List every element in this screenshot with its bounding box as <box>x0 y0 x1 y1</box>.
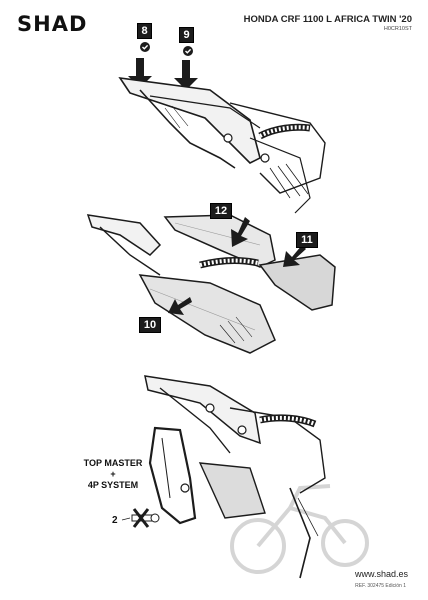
footer-ref: REF. 302475 Edición 1 <box>355 583 406 589</box>
cover-illustration-step-2 <box>86 214 336 354</box>
system-label-plus: + <box>110 469 116 479</box>
rack-illustration-step-1 <box>118 58 326 214</box>
system-label: TOP MASTER + 4P SYSTEM <box>64 458 162 491</box>
system-label-line2: 4P SYSTEM <box>87 480 139 490</box>
step-8-badge: 8 <box>137 23 152 39</box>
step-12-badge: 12 <box>210 203 232 219</box>
check-icon-step-8 <box>140 42 150 52</box>
system-illustration-step-3 <box>144 375 369 579</box>
removed-bolt-icon <box>121 508 160 528</box>
check-icon-step-9 <box>183 46 193 56</box>
system-label-line1: TOP MASTER <box>83 458 143 468</box>
brand-logo: SHAD <box>17 12 88 36</box>
step-10-badge: 10 <box>139 317 161 333</box>
step-9-badge: 9 <box>179 27 194 43</box>
website-link[interactable]: www.shad.es <box>354 569 408 579</box>
step-11-badge: 11 <box>296 232 318 248</box>
model-ref-code: H0CR10ST <box>383 26 412 32</box>
part-number-label: 2 <box>112 515 118 526</box>
model-title: HONDA CRF 1100 L AFRICA TWIN '20 <box>243 14 412 25</box>
